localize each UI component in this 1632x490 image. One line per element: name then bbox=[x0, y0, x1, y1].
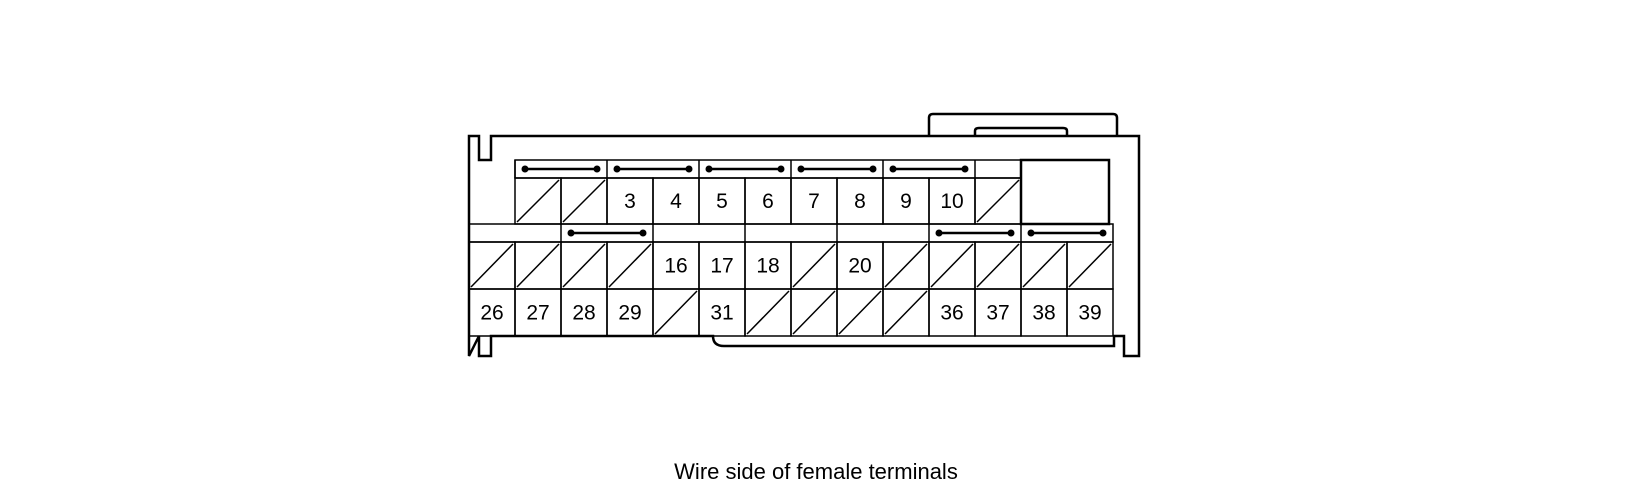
pin-number: 39 bbox=[1078, 302, 1101, 325]
terminal-cell: 18 bbox=[744, 241, 792, 290]
empty-cavity-slash bbox=[1068, 243, 1112, 288]
empty-cavity-slash bbox=[516, 179, 560, 223]
pin-number: 16 bbox=[664, 255, 687, 278]
terminal-cell: 6 bbox=[744, 177, 792, 225]
terminal-cell: 3 bbox=[606, 177, 654, 225]
empty-cavity-slash bbox=[792, 243, 836, 288]
diagram-caption: Wire side of female terminals bbox=[674, 459, 958, 484]
terminal-cell bbox=[882, 241, 930, 290]
terminal-cell: 37 bbox=[974, 288, 1022, 337]
empty-cavity-slash bbox=[792, 290, 836, 335]
terminal-cell bbox=[652, 288, 700, 337]
terminal-cell: 7 bbox=[790, 177, 838, 225]
pin-number: 7 bbox=[808, 190, 820, 213]
terminal-cell bbox=[560, 241, 608, 290]
terminal-cell: 39 bbox=[1066, 288, 1114, 337]
terminal-cell: 36 bbox=[928, 288, 976, 337]
terminal-cell bbox=[836, 288, 884, 337]
terminal-cell bbox=[974, 177, 1022, 225]
pin-number: 29 bbox=[618, 302, 641, 325]
pin-number: 9 bbox=[900, 190, 912, 213]
pin-number: 6 bbox=[762, 190, 774, 213]
terminal-cell: 29 bbox=[606, 288, 654, 337]
pin-number: 20 bbox=[848, 255, 871, 278]
pin-number: 27 bbox=[526, 302, 549, 325]
terminal-cell bbox=[790, 241, 838, 290]
terminal-cell bbox=[468, 241, 516, 290]
terminal-cell bbox=[560, 177, 608, 225]
shorting-bar bbox=[1027, 229, 1107, 237]
terminal-cell bbox=[974, 241, 1022, 290]
pin-number: 18 bbox=[756, 255, 779, 278]
terminal-cells: 3 4 5 6 7 8 9 10 16 17 18 20 26 27 28 29 31 36 37 38 39 bbox=[468, 159, 1114, 337]
empty-cavity-slash bbox=[884, 290, 928, 335]
pin-number: 37 bbox=[986, 302, 1009, 325]
shorting-bar bbox=[889, 165, 969, 173]
pin-number: 26 bbox=[480, 302, 503, 325]
terminal-cell: 8 bbox=[836, 177, 884, 225]
terminal-cell: 26 bbox=[468, 288, 516, 337]
terminal-cell: 10 bbox=[928, 177, 976, 225]
empty-cavity-slash bbox=[654, 290, 698, 335]
shorting-bar bbox=[797, 165, 877, 173]
terminal-cell: 38 bbox=[1020, 288, 1068, 337]
empty-cavity-slash bbox=[746, 290, 790, 335]
empty-cavity-slash bbox=[470, 243, 514, 288]
empty-cavity-slash bbox=[838, 290, 882, 335]
pin-number: 8 bbox=[854, 190, 866, 213]
pin-number: 5 bbox=[716, 190, 728, 213]
terminal-cell: 4 bbox=[652, 177, 700, 225]
shorting-bar bbox=[613, 165, 693, 173]
terminal-cell bbox=[882, 288, 930, 337]
empty-cavity-slash bbox=[516, 243, 560, 288]
shorting-bars bbox=[521, 165, 1107, 237]
shorting-bar bbox=[567, 229, 647, 237]
empty-cavity-slash bbox=[976, 243, 1020, 288]
pin-number: 36 bbox=[940, 302, 963, 325]
terminal-cell bbox=[1066, 241, 1114, 290]
empty-cavity-slash bbox=[930, 243, 974, 288]
pin-number: 3 bbox=[624, 190, 636, 213]
terminal-cell bbox=[514, 241, 562, 290]
terminal-cell: 31 bbox=[698, 288, 746, 337]
terminal-cell: 16 bbox=[652, 241, 700, 290]
empty-cavity-slash bbox=[976, 179, 1020, 223]
pin-number: 38 bbox=[1032, 302, 1055, 325]
terminal-cell bbox=[790, 288, 838, 337]
terminal-cell: 27 bbox=[514, 288, 562, 337]
terminal-cell bbox=[744, 288, 792, 337]
pin-number: 17 bbox=[710, 255, 733, 278]
empty-cavity-slash bbox=[1022, 243, 1066, 288]
shorting-bar bbox=[521, 165, 601, 173]
terminal-cell: 28 bbox=[560, 288, 608, 337]
terminal-cell: 9 bbox=[882, 177, 930, 225]
pin-number: 4 bbox=[670, 190, 682, 213]
shorting-bar bbox=[935, 229, 1015, 237]
pin-number: 10 bbox=[940, 190, 963, 213]
pin-number: 28 bbox=[572, 302, 595, 325]
empty-cavity-slash bbox=[562, 243, 606, 288]
terminal-cell: 20 bbox=[836, 241, 884, 290]
terminal-cell: 5 bbox=[698, 177, 746, 225]
terminal-cell bbox=[514, 177, 562, 225]
pin-number: 31 bbox=[710, 302, 733, 325]
empty-cavity-slash bbox=[562, 179, 606, 223]
terminal-cell bbox=[1020, 241, 1068, 290]
terminal-cell bbox=[928, 241, 976, 290]
shorting-bar bbox=[705, 165, 785, 173]
terminal-cell bbox=[606, 241, 654, 290]
empty-cavity-slash bbox=[608, 243, 652, 288]
lock-strip bbox=[468, 223, 1114, 243]
terminal-cell: 17 bbox=[698, 241, 746, 290]
empty-cavity-slash bbox=[884, 243, 928, 288]
